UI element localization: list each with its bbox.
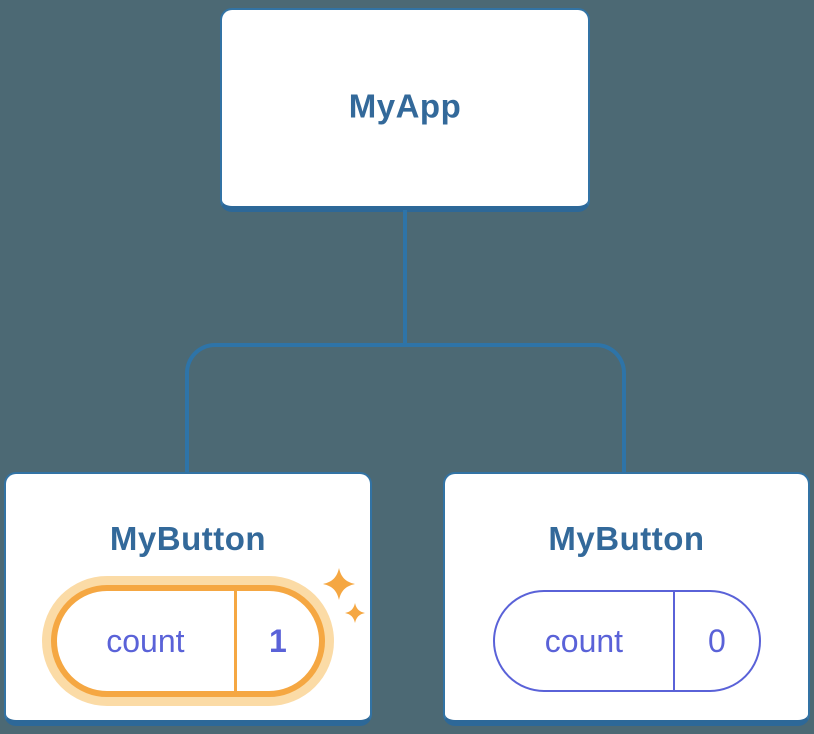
node-mybutton-left: MyButton count 1: [4, 472, 372, 726]
node-mybutton-right: MyButton count 0: [443, 472, 810, 726]
node-mybutton-left-label: MyButton: [109, 520, 267, 557]
node-mybutton-right-label: MyButton: [548, 520, 705, 557]
node-myapp-label: MyApp: [348, 87, 462, 125]
node-myapp: MyApp: [220, 8, 590, 212]
state-pill-wrap: count 1: [6, 585, 370, 697]
sparkles-icon: [317, 566, 369, 626]
connector-stem: [403, 210, 407, 345]
connector-bracket: [185, 343, 626, 472]
state-key-label: count: [544, 622, 624, 659]
state-pill-wrap: count 0: [445, 590, 808, 692]
state-key-label: count: [106, 622, 185, 659]
state-pill: count 0: [492, 590, 761, 692]
state-pill-highlighted: count 1: [51, 585, 325, 697]
state-value: 1: [233, 591, 319, 691]
state-value: 0: [673, 592, 758, 690]
